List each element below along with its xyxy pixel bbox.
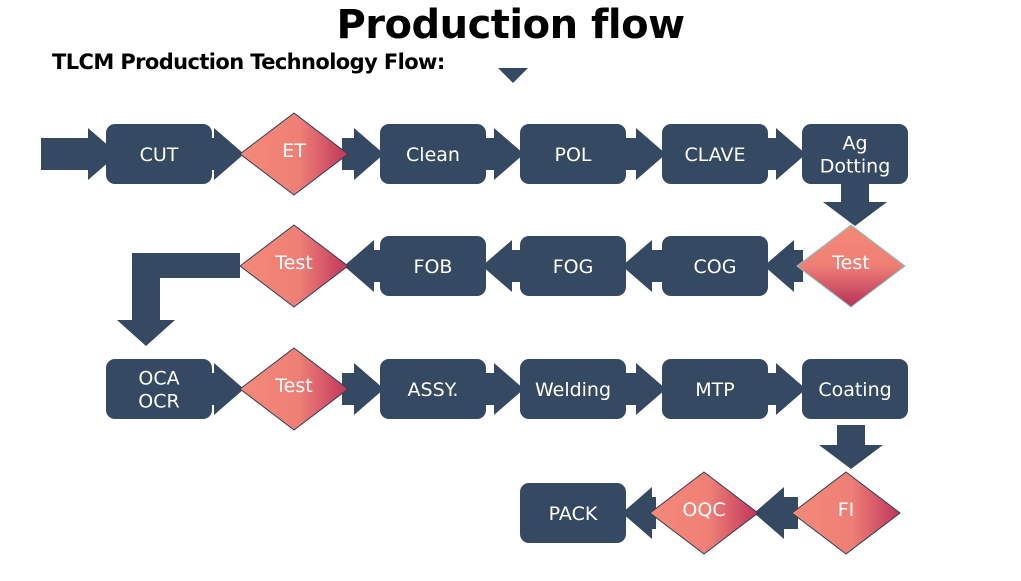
- process-box: [662, 359, 768, 419]
- arrows-layer: [41, 68, 887, 539]
- elbow-arrow-down: [117, 253, 240, 346]
- entry-arrow: [41, 128, 118, 180]
- decision-diamond: [791, 471, 901, 555]
- process-step: Clean: [380, 124, 486, 184]
- step-label: PACK: [549, 503, 598, 525]
- flow-arrow-left: [764, 240, 803, 292]
- process-box: [106, 124, 212, 184]
- step-label: Dotting: [820, 156, 891, 178]
- process-box: [106, 359, 212, 419]
- flow-arrow-right: [620, 363, 666, 415]
- process-box: [520, 124, 626, 184]
- flow-arrow-down: [823, 184, 887, 226]
- process-step: FOG: [520, 236, 626, 296]
- process-step: MTP: [662, 359, 768, 419]
- decision-diamond: [239, 112, 349, 196]
- flow-arrow-left: [622, 240, 668, 292]
- decision-step: Test: [239, 347, 349, 431]
- flow-arrow-left: [344, 240, 386, 292]
- flow-arrow-right: [762, 363, 806, 415]
- step-label: Test: [831, 252, 869, 274]
- step-label: POL: [555, 144, 592, 166]
- process-step: Welding: [520, 359, 626, 419]
- flow-arrow-right: [342, 128, 384, 180]
- flow-arrow-right: [480, 363, 524, 415]
- step-label: Test: [274, 375, 312, 397]
- decision-diamond: [239, 224, 349, 308]
- process-box: [380, 124, 486, 184]
- step-label: CLAVE: [684, 144, 745, 166]
- process-step: CUT: [106, 124, 212, 184]
- process-step: PACK: [520, 483, 626, 543]
- process-box: [380, 359, 486, 419]
- decision-step: Test: [239, 224, 349, 308]
- process-step: ASSY.: [380, 359, 486, 419]
- process-box: [520, 359, 626, 419]
- process-box: [802, 359, 908, 419]
- process-step: Coating: [802, 359, 908, 419]
- step-label: FOG: [553, 256, 594, 278]
- decision-step: Test: [796, 224, 906, 308]
- step-label: FOB: [414, 256, 453, 278]
- process-step: POL: [520, 124, 626, 184]
- decision-step: ET: [239, 112, 349, 196]
- step-label: ASSY.: [408, 379, 459, 401]
- step-label: ET: [282, 140, 306, 162]
- step-label: Ag: [842, 133, 867, 155]
- start-marker-icon: [498, 68, 528, 83]
- decision-step: FI: [791, 471, 901, 555]
- flow-arrow-left: [482, 240, 526, 292]
- page-title: Production flow: [336, 2, 685, 48]
- decision-diamond: [796, 224, 906, 308]
- process-box: [520, 236, 626, 296]
- process-step: CLAVE: [662, 124, 768, 184]
- process-box: [662, 236, 768, 296]
- flow-arrow-right: [762, 128, 806, 180]
- process-box: [802, 124, 908, 184]
- step-label: FI: [838, 499, 855, 521]
- step-label: COG: [694, 256, 737, 278]
- process-step: FOB: [380, 236, 486, 296]
- step-label: OCA: [138, 368, 179, 390]
- flow-arrow-right: [342, 363, 384, 415]
- flow-arrow-down: [819, 425, 883, 469]
- step-label: CUT: [140, 144, 179, 166]
- process-step: COG: [662, 236, 768, 296]
- process-box: [380, 236, 486, 296]
- step-label: OCR: [138, 391, 179, 413]
- step-label: Welding: [535, 379, 611, 401]
- flow-subtitle: TLCM Production Technology Flow:: [52, 50, 445, 74]
- step-label: Clean: [406, 144, 460, 166]
- step-label: Coating: [818, 379, 891, 401]
- flow-arrow-left: [754, 487, 798, 539]
- step-label: Test: [274, 252, 312, 274]
- step-label: OQC: [682, 499, 725, 521]
- flow-arrow-right: [206, 363, 244, 415]
- flow-arrow-left: [622, 487, 656, 539]
- flow-arrow-right: [206, 128, 244, 180]
- flow-arrow-right: [480, 128, 524, 180]
- decision-diamond: [239, 347, 349, 431]
- process-box: [520, 483, 626, 543]
- decision-step: OQC: [649, 471, 759, 555]
- flow-arrow-right: [620, 128, 666, 180]
- decision-diamond: [649, 471, 759, 555]
- process-box: [662, 124, 768, 184]
- step-label: MTP: [695, 379, 734, 401]
